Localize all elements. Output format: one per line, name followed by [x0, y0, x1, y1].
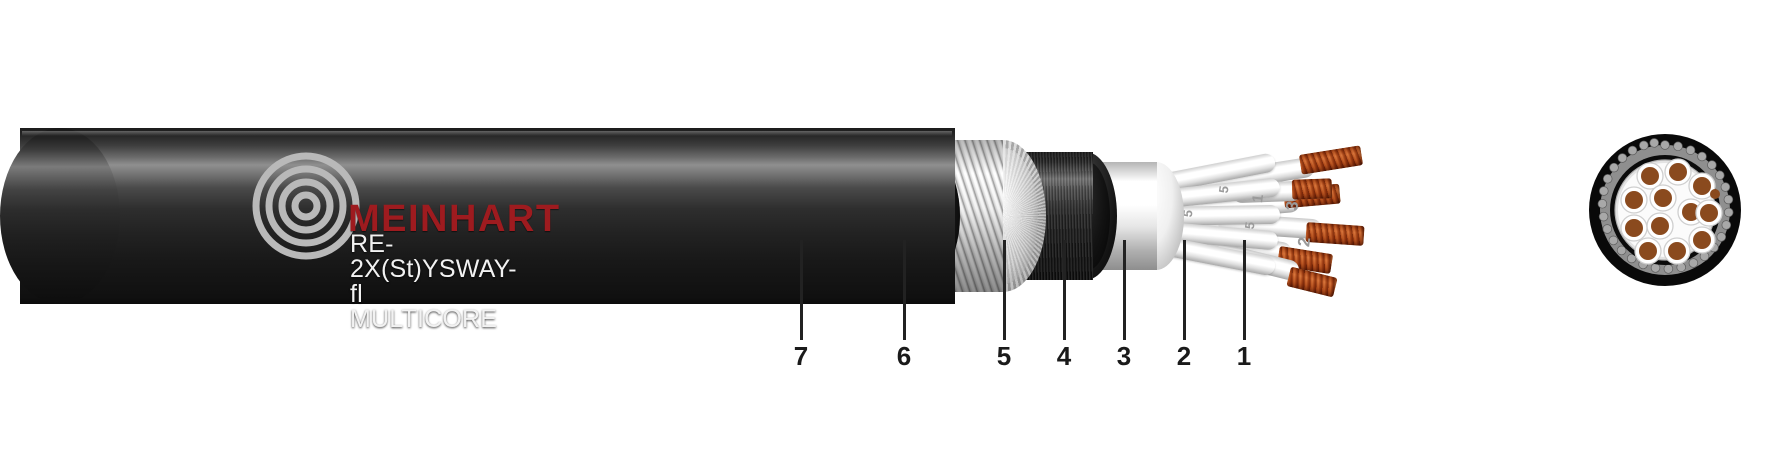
callout-leader-5 [1003, 240, 1006, 340]
callout-number-6: 6 [896, 341, 912, 371]
callout-number-5: 5 [996, 341, 1012, 371]
cable-cutaway-illustration: 5 5 5 3 2 1 [0, 128, 1365, 333]
concentric-rings-logo-icon [252, 152, 360, 260]
callout-leader-6 [903, 240, 906, 340]
outer-sheath-cap [0, 128, 120, 304]
callout-number-2: 2 [1176, 341, 1192, 371]
callout-leader-4 [1063, 240, 1066, 340]
xs-armour-wires [1597, 138, 1734, 274]
brand-name-text: MEINHART [348, 198, 561, 240]
callout-number-4: 4 [1056, 341, 1072, 371]
outer-sheath-layer [20, 128, 955, 304]
copper-conductor-tip [1291, 178, 1333, 200]
callout-leader-2 [1183, 240, 1186, 340]
callout-number-1: 1 [1236, 341, 1252, 371]
sheath-highlight [22, 131, 952, 136]
callout-number-3: 3 [1116, 341, 1132, 371]
copper-conductor-tip [1298, 145, 1364, 175]
core-marking: 2 [1294, 235, 1315, 248]
cross-section-diagram [1589, 134, 1741, 286]
product-type-text: RE-2X(St)YSWAY-fl MULTICORE [350, 230, 517, 333]
xs-conductor-group [1620, 158, 1723, 265]
cable-cross-section [1578, 130, 1753, 290]
callout-number-7: 7 [793, 341, 809, 371]
callout-leader-1 [1243, 240, 1246, 340]
callout-leader-7 [800, 240, 803, 340]
callout-leader-3 [1123, 240, 1126, 340]
xs-drain-wire [1710, 189, 1720, 199]
